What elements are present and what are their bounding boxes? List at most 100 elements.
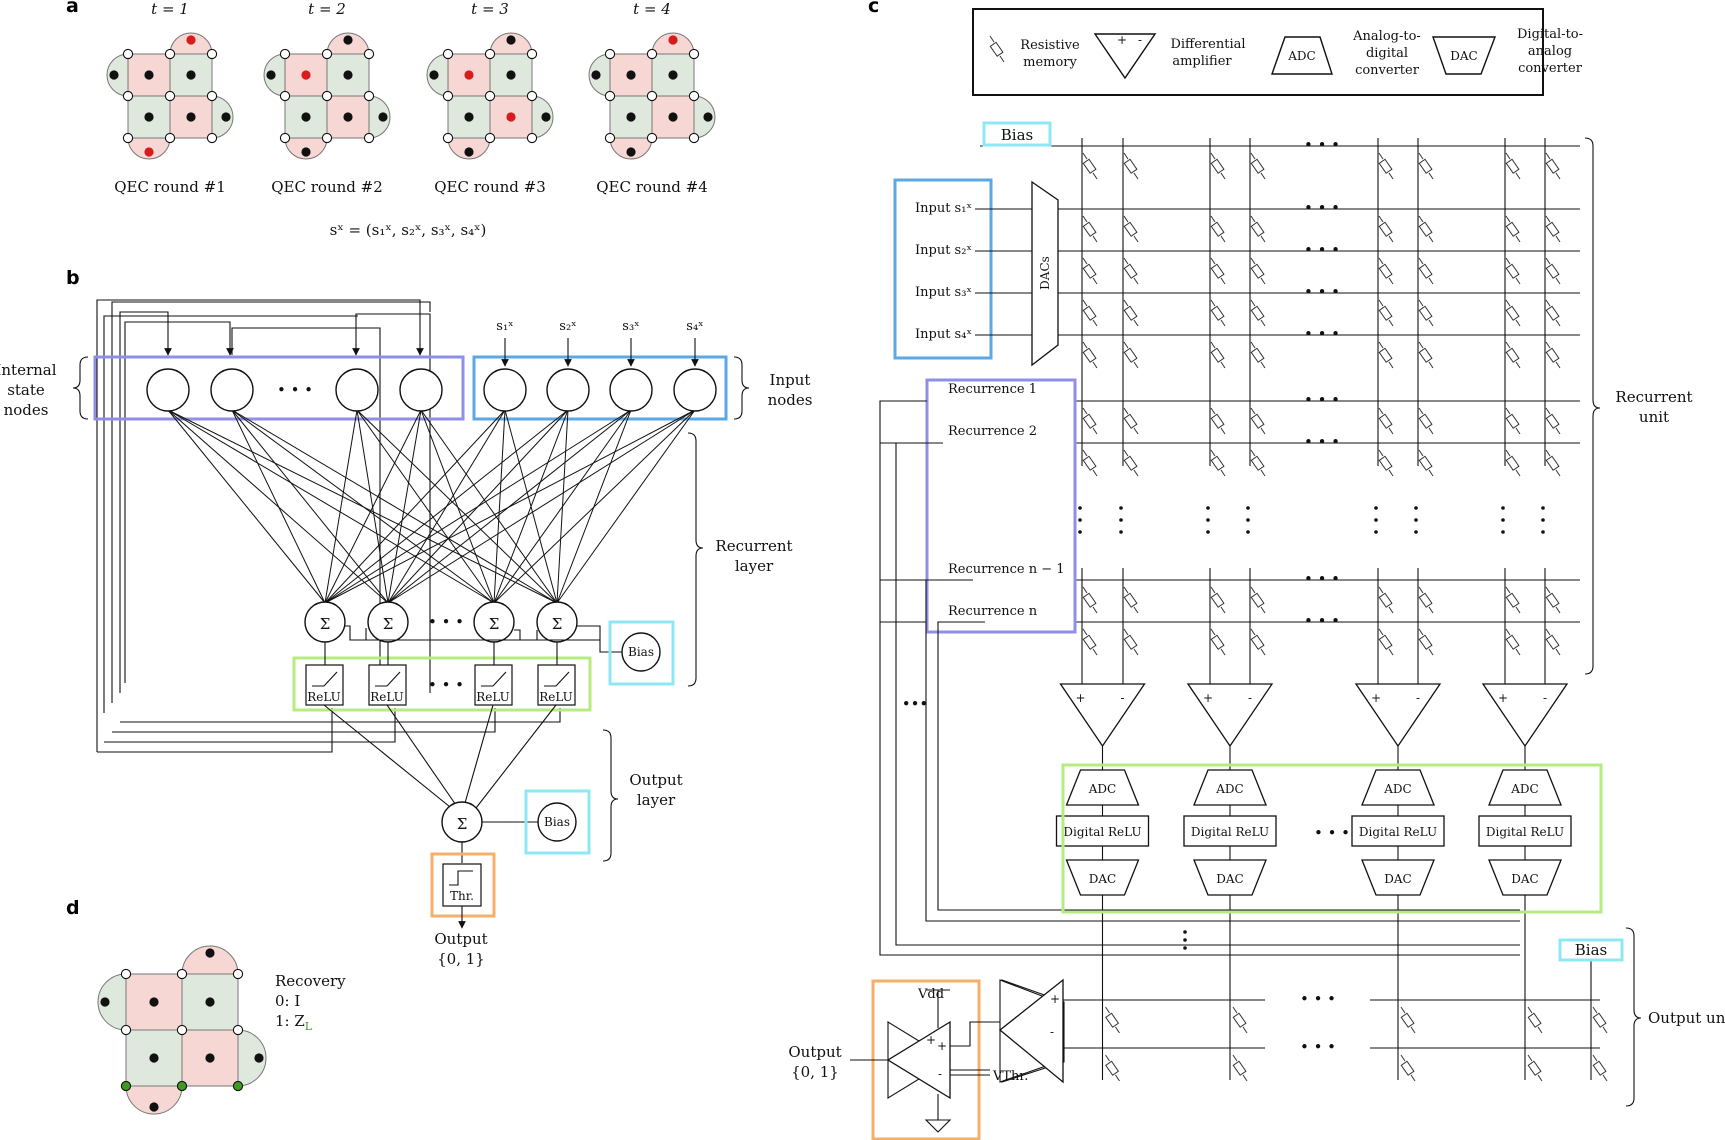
synapse xyxy=(324,409,569,604)
resistive-memory xyxy=(1250,341,1266,369)
resistive-memory xyxy=(1123,215,1139,243)
resistive-memory xyxy=(1250,152,1266,180)
comparator-triangle xyxy=(886,1020,951,1100)
ancilla-qubit xyxy=(186,112,196,122)
brace-recurrent xyxy=(687,432,704,687)
synapse xyxy=(493,409,506,604)
data-qubit xyxy=(484,48,496,60)
resistive-memory xyxy=(1505,215,1521,243)
resistive-memory xyxy=(1418,586,1434,614)
data-qubit xyxy=(526,48,538,60)
data-qubit xyxy=(206,132,218,144)
input-arrows xyxy=(501,338,699,367)
internal-state-label-1: Internal xyxy=(0,361,57,379)
resistive-memory xyxy=(1418,449,1434,477)
dac-label: DAC xyxy=(1089,872,1116,886)
ancilla-qubit xyxy=(703,112,713,122)
bias-node-recurrent xyxy=(621,632,661,672)
stabilizer-face xyxy=(181,973,239,1031)
resistive-memory xyxy=(1545,449,1561,477)
recovery-option-1: 1: ZL xyxy=(275,1012,313,1033)
ancilla-qubit xyxy=(464,147,474,157)
v-ellipsis-dot xyxy=(1206,506,1210,510)
legend-resistive-2: memory xyxy=(1023,55,1077,70)
resistive-memory xyxy=(1505,341,1521,369)
output-diff-amp xyxy=(998,978,1064,1084)
amp-plus: + xyxy=(1050,992,1060,1006)
v-ellipsis-dot xyxy=(1119,518,1123,522)
resistive-memory xyxy=(1418,341,1434,369)
flipped-ancilla xyxy=(301,70,311,80)
flipped-ancilla xyxy=(506,112,516,122)
v-ellipsis-dot xyxy=(1414,518,1418,522)
digital-relu-block xyxy=(1055,815,1150,847)
dac-label: DAC xyxy=(1216,872,1243,886)
bias-label-c: Bias xyxy=(1001,126,1033,144)
legend-minus: - xyxy=(1138,33,1142,47)
resistive-memory xyxy=(1592,1054,1608,1082)
bias-box-recurrent xyxy=(608,620,675,686)
half-stabilizer xyxy=(181,945,239,975)
dac-label: DAC xyxy=(1511,872,1538,886)
legend-diff-amp-2: amplifier xyxy=(1172,54,1232,69)
v-ellipsis-dot xyxy=(1374,518,1378,522)
legend-resistive-1: Resistive xyxy=(1020,38,1080,53)
resistive-memory xyxy=(1378,586,1394,614)
synapse xyxy=(356,409,495,604)
panel-a-label: a xyxy=(66,0,79,17)
panel-d-label: d xyxy=(66,897,80,919)
ancilla-qubit xyxy=(254,1053,264,1063)
flipped-ancilla xyxy=(186,35,196,45)
data-qubit xyxy=(279,132,291,144)
input-node xyxy=(483,368,527,412)
resistive-memory xyxy=(1123,586,1139,614)
synapse xyxy=(493,409,696,604)
dacs-label: DACs xyxy=(1038,256,1052,290)
half-stabilizer xyxy=(97,973,127,1031)
round-label: QEC round #4 xyxy=(596,178,708,196)
synapse xyxy=(420,409,495,604)
resistive-memory xyxy=(1505,299,1521,327)
legend-adc-3: converter xyxy=(1355,63,1420,78)
sum-nodes xyxy=(304,601,578,643)
ancilla-qubit xyxy=(626,112,636,122)
v-ellipsis-dot xyxy=(1119,530,1123,534)
v-ellipsis-dot xyxy=(1414,506,1418,510)
adc-block xyxy=(1193,769,1267,806)
legend-dac-icon xyxy=(1432,36,1497,75)
data-qubit xyxy=(688,132,700,144)
threshold-box xyxy=(430,852,496,918)
recurrence-n-1: Recurrence n − 1 xyxy=(948,562,1065,577)
relu-label: ReLU xyxy=(307,690,341,704)
relu-label: ReLU xyxy=(370,690,404,704)
resistive-memory xyxy=(1232,1006,1248,1034)
resistive-memory xyxy=(1210,407,1226,435)
diff-amplifier xyxy=(1186,683,1274,748)
h-ellipsis: • • • xyxy=(1304,391,1340,409)
h-ellipsis: • • • xyxy=(1304,283,1340,301)
resistive-memory xyxy=(1378,215,1394,243)
output-ellipsis: • • • xyxy=(1300,1038,1336,1056)
dac-label: DAC xyxy=(1384,872,1411,886)
resistive-memory xyxy=(1418,299,1434,327)
input-s2-c: Input s₂ˣ xyxy=(915,243,972,258)
input-node xyxy=(609,368,653,412)
digital-relu-label: Digital ReLU xyxy=(1359,825,1437,839)
input-s3: s₃ˣ xyxy=(622,319,639,334)
h-ellipsis: • • • xyxy=(1304,325,1340,343)
feedback-route xyxy=(925,579,1520,922)
brace-input xyxy=(733,356,750,420)
synapse xyxy=(556,409,696,604)
input-nodes-label-2: nodes xyxy=(768,391,813,409)
ancilla-qubit xyxy=(464,112,474,122)
panel-d-lattice xyxy=(97,945,267,1115)
resistive-memory xyxy=(1378,257,1394,285)
synapse xyxy=(324,409,632,604)
resistive-memory xyxy=(1082,341,1098,369)
vdd-label: Vdd xyxy=(917,987,944,1002)
resistive-memory xyxy=(1505,407,1521,435)
